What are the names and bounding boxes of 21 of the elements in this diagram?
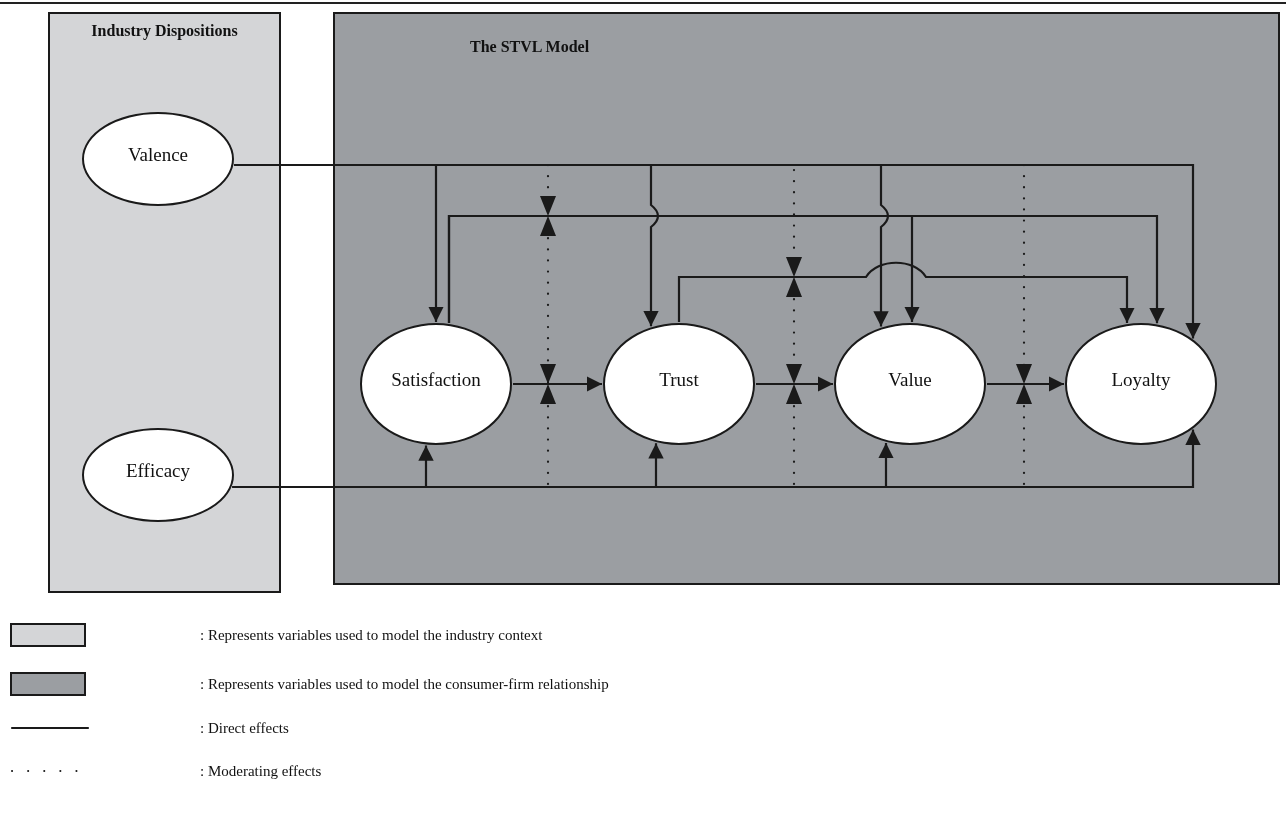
- arrow: [677, 261, 1135, 324]
- arrow: [232, 429, 1201, 489]
- legend-text: : Moderating effects: [200, 762, 322, 780]
- construct-label: Value: [888, 369, 932, 391]
- arrow: [447, 214, 1165, 324]
- group-panel: [48, 12, 281, 593]
- arrow: [513, 376, 602, 392]
- group-panel: [333, 12, 1280, 585]
- legend-text: : Direct effects: [200, 719, 289, 737]
- construct-label: Satisfaction: [391, 369, 481, 391]
- construct-label: Loyalty: [1111, 369, 1171, 391]
- panel-heading: The STVL Model: [470, 38, 590, 56]
- legend-text: : Represents variables used to model the consumer-firm relationship: [200, 675, 609, 693]
- arrow: [987, 376, 1064, 392]
- construct-label: Efficacy: [126, 460, 190, 482]
- arrow: [234, 163, 1201, 339]
- arrow: [756, 376, 833, 392]
- legend-text: : Represents variables used to model the industry context: [200, 626, 543, 644]
- panel-heading: Industry Dispositions: [90, 22, 239, 40]
- construct-label: Valence: [127, 144, 189, 166]
- construct-label: Trust: [659, 369, 699, 391]
